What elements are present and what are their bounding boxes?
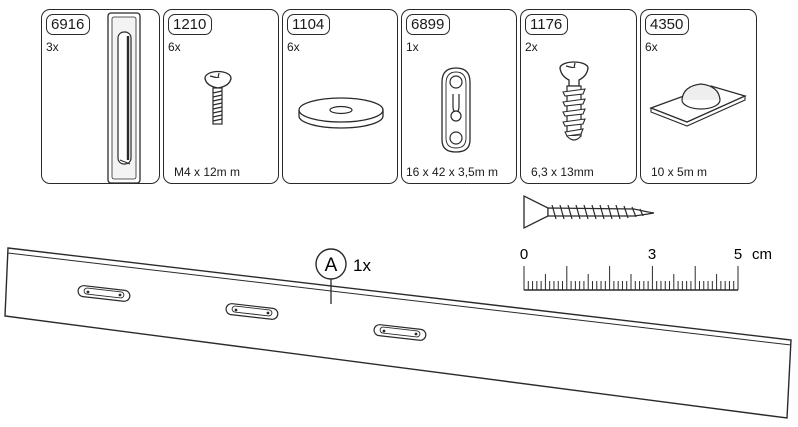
ruler-label-3: 3 xyxy=(648,246,656,263)
panel-label-circle xyxy=(315,248,347,280)
measurement-ruler: 0 3 5 cm xyxy=(520,246,772,291)
part-code: 1210 xyxy=(168,14,213,35)
ruler-label-0: 0 xyxy=(520,246,528,263)
part-dimensions: 6,3 x 13mm xyxy=(531,165,594,179)
handle-slot xyxy=(77,285,131,302)
handle-slot xyxy=(373,324,427,341)
part-quantity: 1x xyxy=(406,40,419,54)
part-card-1176: 1176 2x 6,3 x 13mm xyxy=(520,9,637,184)
part-card-1210: 1210 6x M4 x 12m m xyxy=(163,9,279,184)
ruler-label-5: 5 xyxy=(734,246,742,263)
euro-screw-icon xyxy=(559,61,589,141)
part-code: 6916 xyxy=(46,14,91,35)
machine-screw-icon xyxy=(204,70,232,125)
part-dimensions: 10 x 5m m xyxy=(651,165,708,179)
part-card-1104: 1104 6x xyxy=(282,9,398,184)
keyhole-hanger-icon xyxy=(441,67,471,153)
bumper-pad-icon xyxy=(649,83,747,127)
part-quantity: 6x xyxy=(287,40,300,54)
washer-icon xyxy=(298,97,384,129)
part-quantity: 3x xyxy=(46,40,59,54)
panel-letter: A xyxy=(325,255,338,276)
part-code: 6899 xyxy=(406,14,451,35)
panel-a: A 1x xyxy=(4,247,792,419)
part-code: 4350 xyxy=(645,14,690,35)
part-code: 1104 xyxy=(287,14,331,35)
part-card-4350: 4350 6x 10 x 5m m xyxy=(640,9,757,184)
part-card-6899: 6899 1x 16 x 42 x 3,5m m xyxy=(401,9,517,184)
ruler-unit: cm xyxy=(752,246,772,263)
panel-quantity: 1x xyxy=(353,256,371,275)
part-quantity: 2x xyxy=(525,40,538,54)
part-quantity: 6x xyxy=(645,40,658,54)
part-dimensions: 16 x 42 x 3,5m m xyxy=(406,165,499,179)
handle-slot xyxy=(225,303,279,320)
part-card-6916: 6916 3x xyxy=(41,9,160,184)
part-quantity: 6x xyxy=(168,40,181,54)
recessed-handle-icon xyxy=(107,12,141,184)
part-dimensions: M4 x 12m m xyxy=(174,165,241,179)
wood-screw-icon xyxy=(523,194,655,230)
part-code: 1176 xyxy=(525,14,569,35)
